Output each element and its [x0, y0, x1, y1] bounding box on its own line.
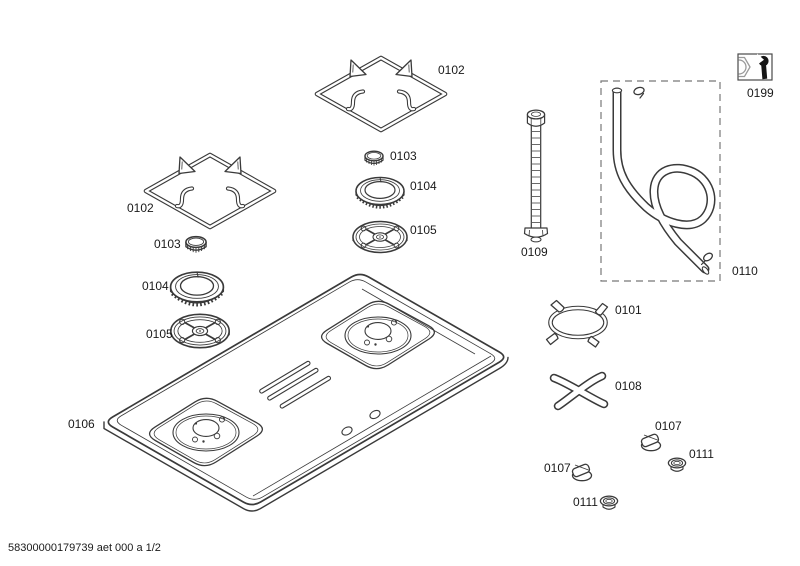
knob-hole-left — [341, 426, 353, 436]
callout-burner-cap-left: 0103 — [154, 237, 181, 251]
pan-support-left — [146, 155, 274, 227]
callout-service-icon: 0199 — [747, 86, 774, 100]
callout-knob-right: 0107 — [655, 419, 682, 433]
wrench-icon — [757, 53, 769, 80]
vent-slots — [259, 360, 332, 409]
gas-pipe-box — [600, 80, 721, 282]
hose-clamp — [700, 252, 713, 266]
callout-burner-cap-top: 0103 — [390, 149, 417, 163]
burner-cap-left — [185, 235, 207, 254]
panel-front-fold — [252, 355, 492, 497]
callout-wok-ring: 0101 — [615, 303, 642, 317]
cross-pan-support — [549, 371, 609, 411]
callout-pan-support-left: 0102 — [127, 201, 154, 215]
control-knob-right — [639, 432, 662, 452]
burner-ring-left — [168, 270, 226, 307]
callout-burner-ring-left: 0104 — [142, 279, 169, 293]
burner-ring-top — [354, 175, 406, 209]
control-knob-left — [570, 462, 593, 482]
callout-bezel-left: 0111 — [573, 495, 598, 509]
burner-body-top — [352, 220, 408, 254]
gas-pipe — [611, 87, 716, 275]
callout-cooktop-panel: 0106 — [68, 417, 95, 431]
hose-clip — [633, 86, 645, 99]
callout-cross-support: 0108 — [615, 379, 642, 393]
cooktop-panel — [103, 273, 509, 512]
callout-gas-pipe: 0110 — [732, 264, 758, 278]
knob-hole-right — [369, 409, 381, 420]
service-tool-icon — [737, 53, 773, 81]
pan-support-top — [317, 58, 445, 130]
callout-bezel-right: 0111 — [689, 447, 714, 461]
callout-burner-body-top: 0105 — [410, 223, 437, 237]
callout-pan-support-top: 0102 — [438, 63, 465, 77]
burner-cap-top — [364, 150, 384, 167]
callout-burner-body-left: 0105 — [146, 327, 173, 341]
nut-icon — [738, 56, 751, 78]
panel-apron-edge — [103, 356, 509, 512]
callout-knob-left: 0107 — [544, 461, 571, 475]
braided-hose — [523, 109, 549, 243]
bezel-left — [599, 495, 619, 510]
callout-burner-ring-top: 0104 — [410, 179, 437, 193]
footer-code: 58300000179739 aet 000 a 1/2 — [8, 542, 161, 554]
wok-ring — [545, 299, 609, 348]
panel-right-bevel — [361, 288, 476, 355]
callout-braided-hose: 0109 — [521, 245, 548, 259]
panel-inner-rim — [116, 279, 496, 500]
burner-body-left — [169, 313, 231, 349]
bezel-right — [667, 457, 687, 472]
